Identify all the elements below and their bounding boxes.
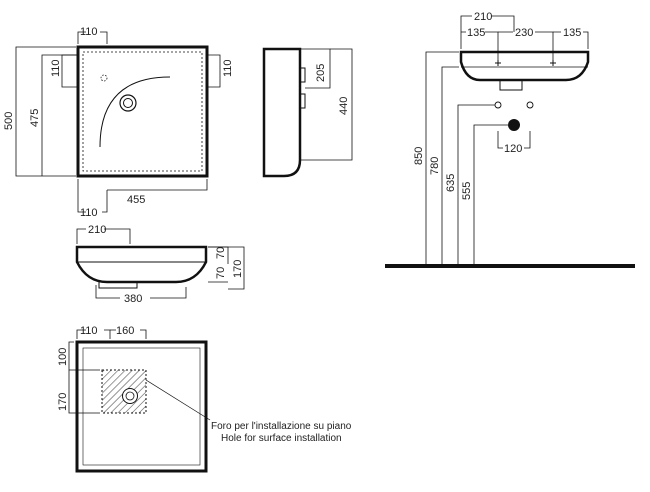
fixing-mark-left (495, 60, 501, 66)
tap-hole-marker (100, 74, 108, 82)
side-profile (262, 47, 302, 178)
dim-line-install-160 (110, 329, 147, 339)
dim-line-wall-120 (497, 131, 531, 149)
dim-line-top-110 (77, 31, 108, 44)
front-view (75, 228, 245, 299)
dim-line-front-210 (76, 228, 131, 244)
dim-right-110: 110 (222, 59, 234, 77)
dim-wall-210: 210 (474, 11, 492, 23)
dim-455: 455 (127, 194, 145, 206)
waste-outlet (508, 119, 520, 131)
basin-outline-top (76, 45, 209, 178)
dim-line-455 (107, 179, 208, 191)
note-italian: Foro per l'installazione su piano (211, 421, 352, 432)
note-leader (145, 379, 211, 421)
dim-line-780 (441, 66, 459, 264)
counter-outline (75, 340, 208, 473)
dim-left-110: 110 (50, 59, 62, 77)
dim-install-170: 170 (57, 393, 69, 411)
dim-wall-120: 120 (504, 143, 522, 155)
note-english: Hole for surface installation (221, 433, 342, 444)
dim-front-170: 170 (232, 260, 244, 278)
dim-wall-230: 230 (515, 27, 533, 39)
dim-line-635 (457, 104, 495, 264)
dim-line-wall-210 (460, 15, 515, 49)
dim-front-70-b: 70 (215, 267, 227, 279)
wall-basin-profile (459, 50, 590, 82)
dim-555: 555 (461, 182, 473, 200)
dim-line-install-170 (68, 370, 100, 414)
drain-outer (119, 94, 137, 112)
dim-line-205 (300, 48, 331, 89)
dim-top-110: 110 (80, 26, 98, 38)
dim-205: 205 (315, 64, 327, 82)
wall-bolt-right (526, 101, 534, 109)
floor-line (385, 264, 635, 268)
dim-line-555 (473, 124, 508, 264)
side-fixing-upper (299, 67, 306, 83)
counter-inner (82, 347, 201, 466)
dim-line-right-110 (207, 54, 221, 88)
fixing-mark-right (550, 60, 556, 66)
front-drain-stub (98, 281, 138, 289)
dim-line-500 (15, 46, 76, 177)
dim-bottom-110: 110 (80, 207, 98, 219)
dim-line-wall-135-right (553, 31, 589, 49)
dim-635: 635 (445, 174, 457, 192)
dim-front-70-a: 70 (215, 247, 227, 259)
dim-install-100: 100 (57, 348, 69, 366)
wall-view (385, 15, 635, 268)
dim-wall-135-left: 135 (467, 27, 485, 39)
basin-inner-outline (82, 51, 203, 172)
dim-500: 500 (3, 112, 15, 130)
install-plan (68, 329, 211, 473)
dim-850: 850 (413, 147, 425, 165)
bowl-curve (99, 76, 171, 148)
drain-inner (123, 98, 133, 108)
dim-475: 475 (29, 109, 41, 127)
wall-bolt-left (494, 101, 502, 109)
dim-install-110: 110 (80, 325, 98, 337)
install-drain-inner (125, 391, 135, 401)
dim-line-left-110 (61, 54, 78, 88)
wall-drain-stub (499, 79, 523, 91)
dim-line-440 (300, 48, 353, 161)
front-profile (75, 245, 208, 284)
dim-wall-135-right: 135 (563, 27, 581, 39)
side-view (262, 47, 353, 178)
dim-line-850 (425, 51, 459, 264)
side-fixing-lower (299, 93, 306, 109)
dim-line-front-170 (208, 246, 245, 290)
dim-line-install-100 (68, 341, 100, 371)
dim-380: 380 (124, 293, 142, 305)
dim-install-160: 160 (116, 325, 134, 337)
dim-780: 780 (429, 157, 441, 175)
dim-line-bottom-110 (77, 179, 108, 213)
dim-440: 440 (338, 97, 350, 115)
install-drain-outer (122, 388, 138, 404)
dim-line-380 (95, 285, 187, 299)
top-view (15, 31, 221, 213)
dim-front-210: 210 (88, 224, 106, 236)
